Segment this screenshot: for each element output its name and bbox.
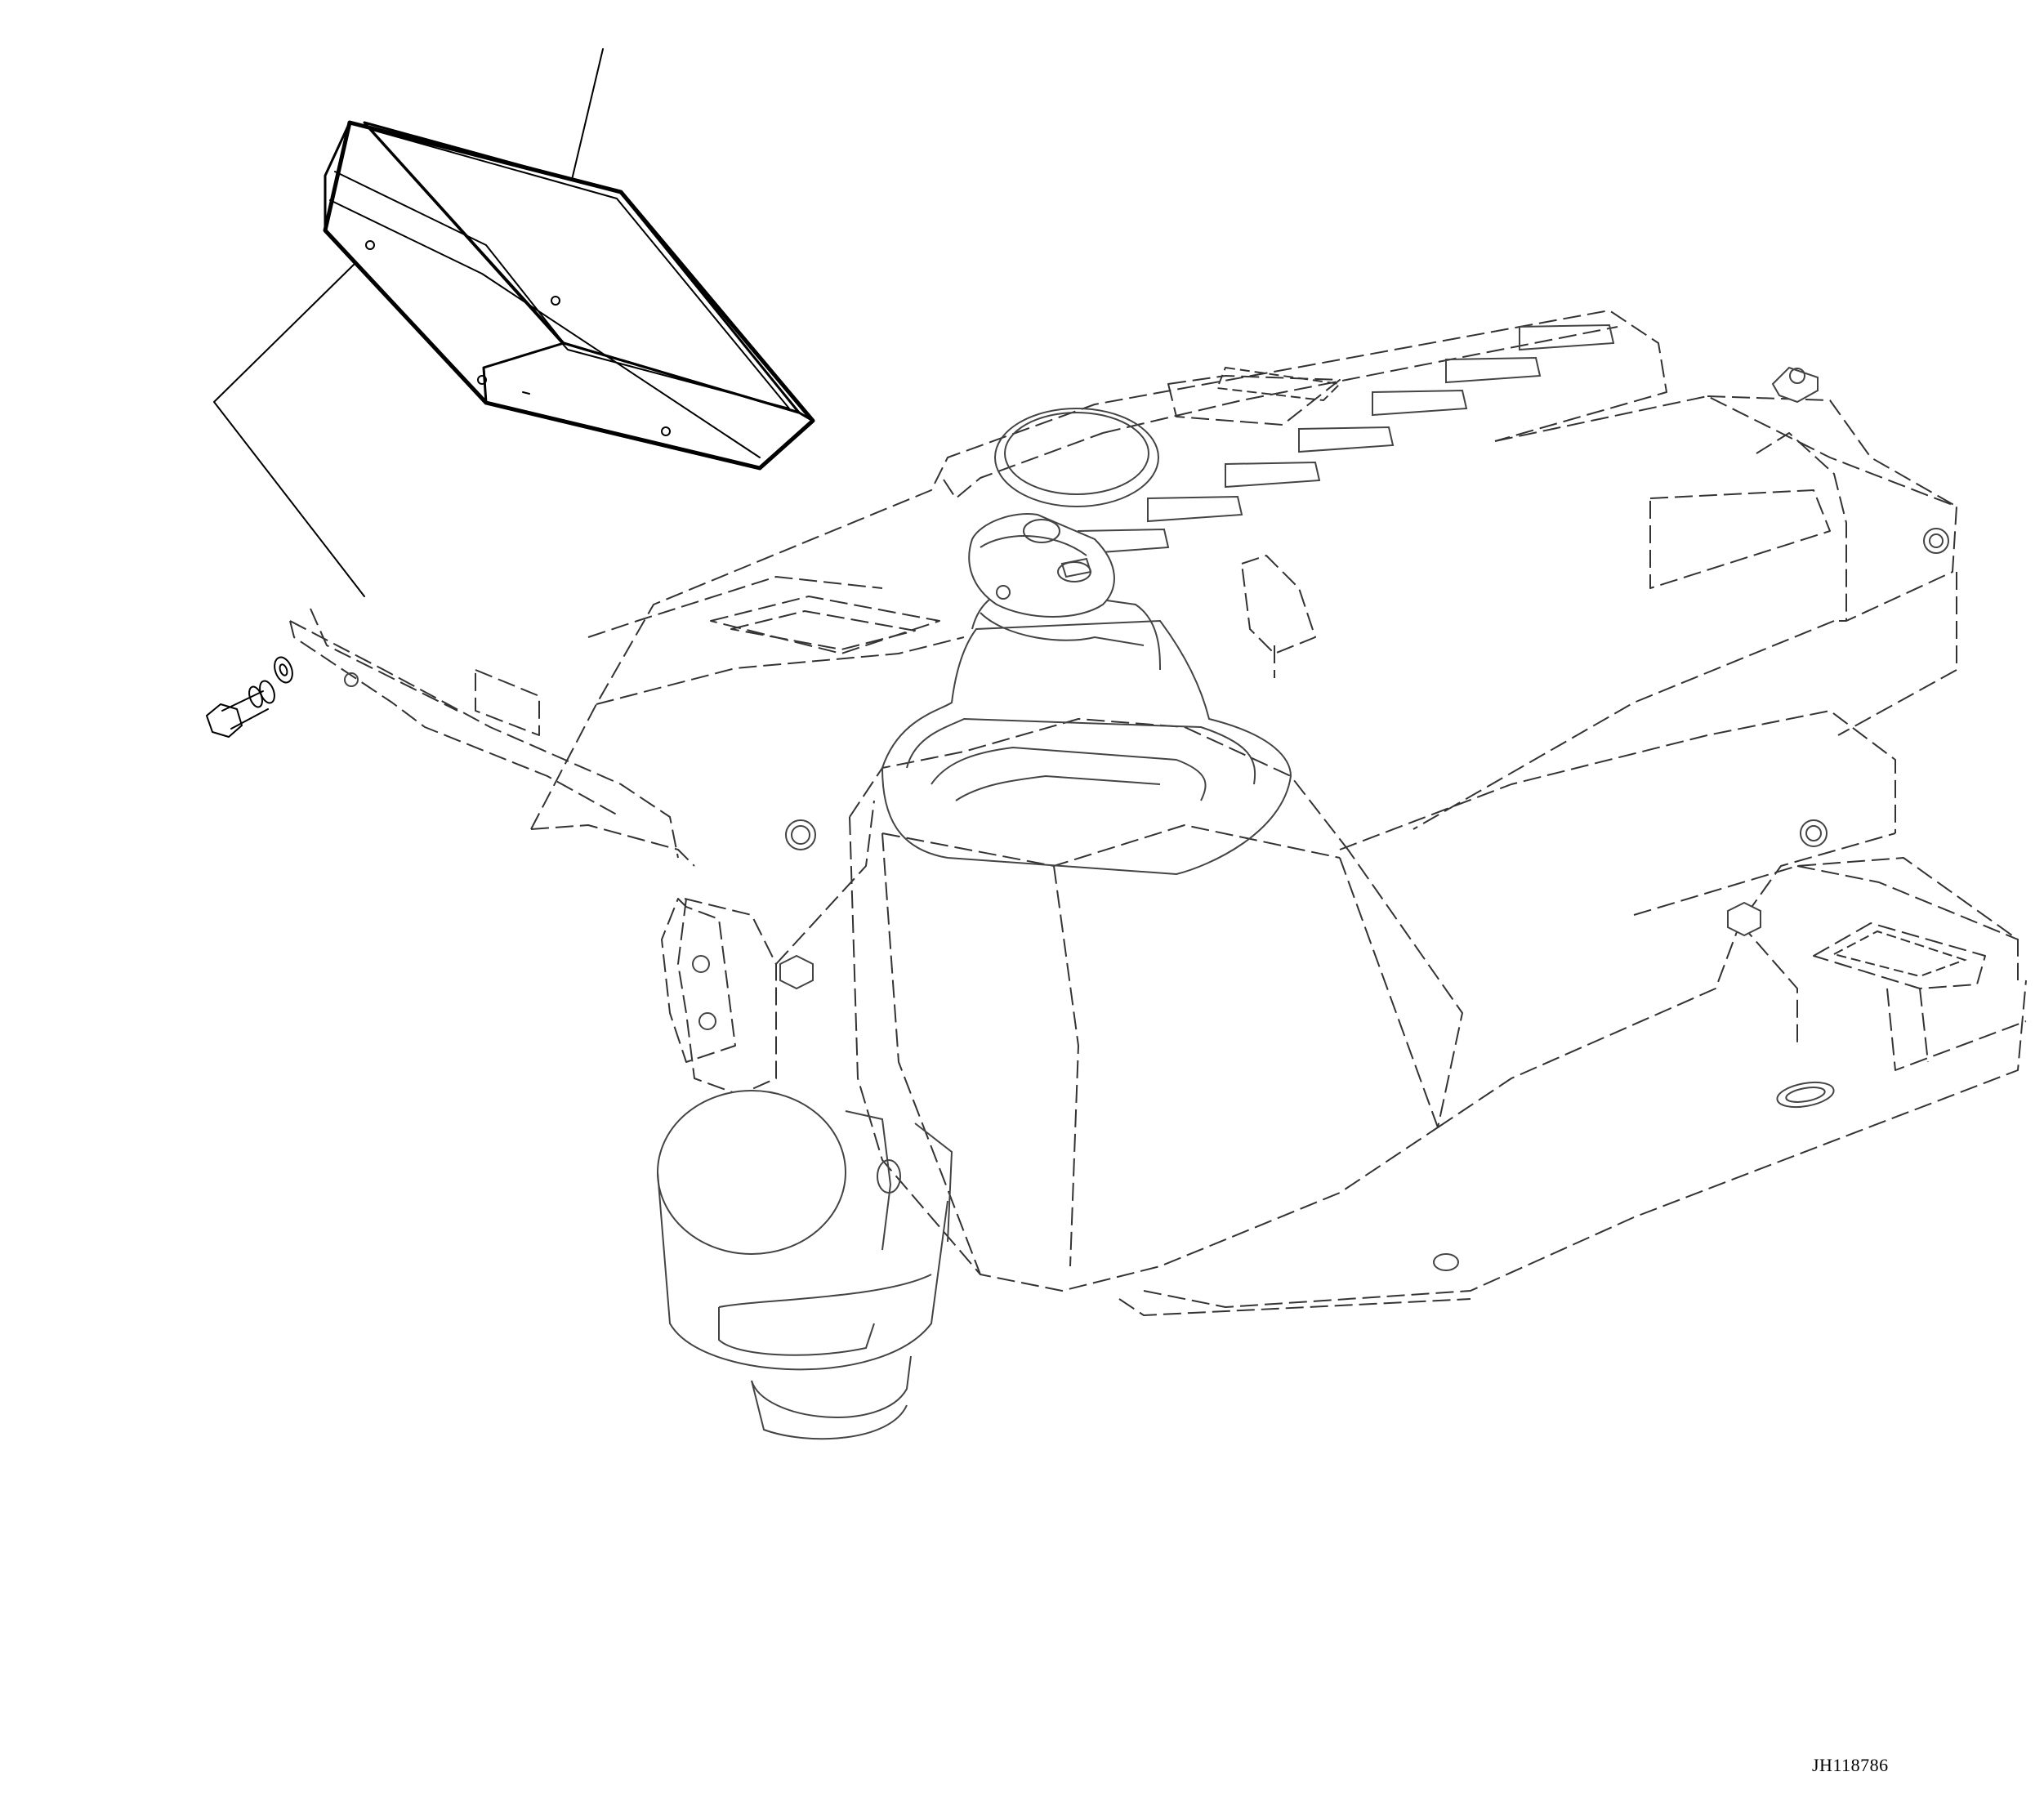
bracket-hole-icon bbox=[698, 1012, 716, 1030]
controller-module bbox=[323, 120, 815, 471]
leader-line bbox=[571, 48, 604, 181]
bracket-hole-icon bbox=[344, 672, 359, 687]
mounting-bolt bbox=[206, 656, 293, 738]
side-lever bbox=[1241, 555, 1316, 678]
console-housing bbox=[289, 310, 2027, 1316]
drawing-reference-id: JH118786 bbox=[1812, 1755, 1889, 1775]
joystick bbox=[881, 513, 1292, 876]
mounting-bracket-outline bbox=[213, 262, 365, 597]
left-bracket bbox=[661, 898, 736, 1063]
bracket-hole-icon bbox=[692, 955, 710, 973]
switch-panel bbox=[994, 324, 1615, 556]
cup-holder bbox=[657, 1090, 953, 1440]
